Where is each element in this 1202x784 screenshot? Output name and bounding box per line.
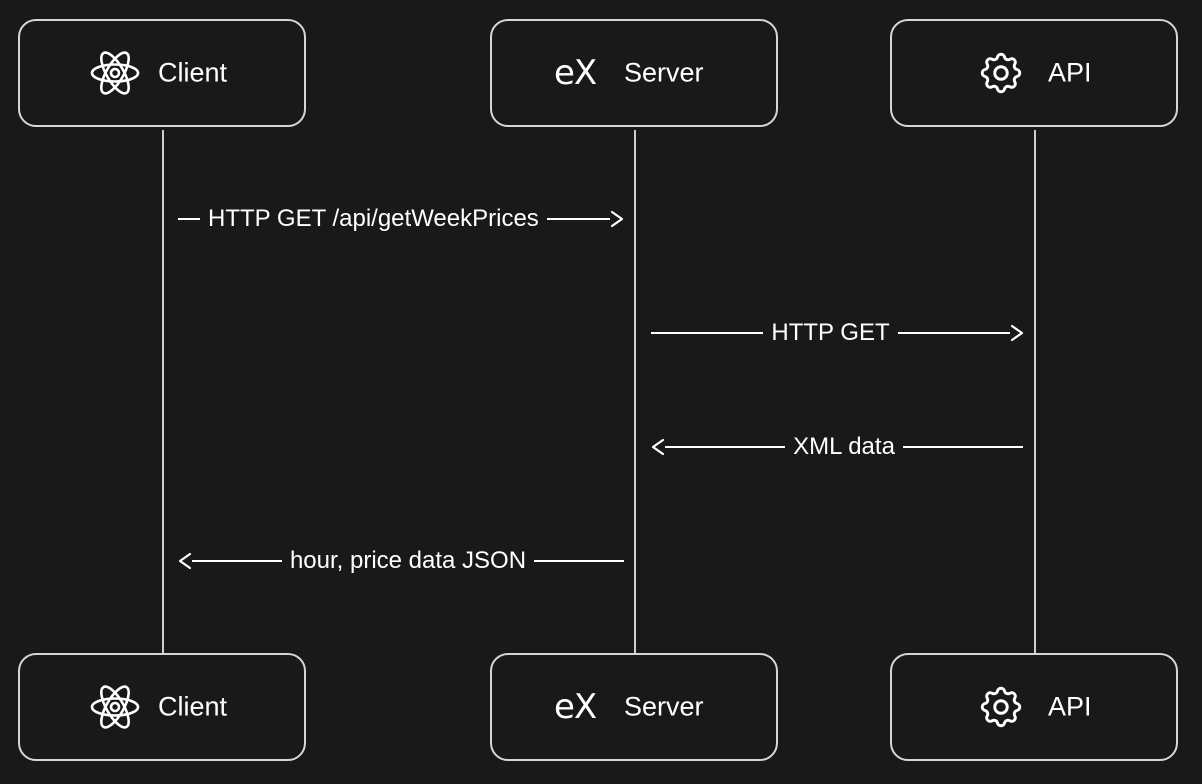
message-line (902, 446, 1023, 448)
react-atom-icon (90, 51, 140, 95)
api-box-bottom: API (890, 653, 1178, 761)
server-box-bottom: eX Server (490, 653, 778, 761)
react-atom-icon (90, 685, 140, 729)
client-lifeline (162, 130, 164, 654)
api-lifeline (1034, 130, 1036, 654)
server-box-top: eX Server (490, 19, 778, 127)
message-label: XML data (793, 433, 895, 460)
server-label: Server (624, 691, 704, 722)
arrow-left-icon (178, 552, 192, 570)
message-line (192, 560, 282, 562)
arrow-left-icon (651, 438, 665, 456)
client-label: Client (158, 691, 228, 722)
message-line (534, 560, 624, 562)
server-label: Server (624, 57, 704, 88)
message-label: HTTP GET (771, 319, 890, 346)
gear-icon (980, 686, 1022, 728)
message-label: HTTP GET /api/getWeekPrices (208, 205, 539, 232)
message-line (651, 332, 764, 334)
arrow-right-icon (610, 210, 624, 228)
message-server-to-api-request: HTTP GET (651, 318, 1024, 348)
message-line (546, 218, 610, 220)
client-label: Client (158, 57, 228, 88)
api-label: API (1048, 691, 1092, 722)
api-label: API (1048, 57, 1092, 88)
message-line (178, 218, 200, 220)
express-ex-icon: eX (554, 687, 597, 727)
api-box-top: API (890, 19, 1178, 127)
client-box-top: Client (18, 19, 306, 127)
server-lifeline (634, 130, 636, 654)
message-server-to-client-response: hour, price data JSON (178, 546, 624, 576)
message-client-to-server-request: HTTP GET /api/getWeekPrices (178, 204, 624, 234)
message-line (897, 332, 1011, 334)
client-box-bottom: Client (18, 653, 306, 761)
gear-icon (980, 52, 1022, 94)
message-api-to-server-response: XML data (651, 432, 1023, 462)
arrow-right-icon (1010, 324, 1024, 342)
message-label: hour, price data JSON (289, 547, 527, 574)
express-ex-icon: eX (554, 53, 597, 93)
message-line (665, 446, 786, 448)
